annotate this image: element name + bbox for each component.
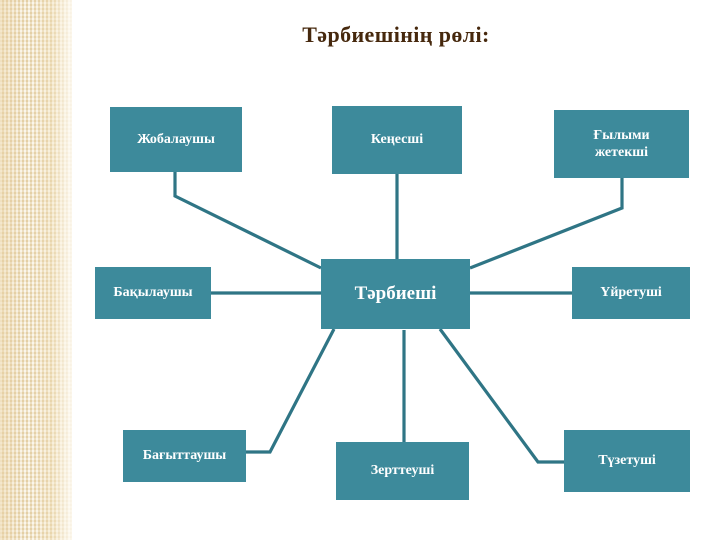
node-label: Жобалаушы: [137, 131, 215, 147]
node-label: Үйретуші: [600, 285, 662, 301]
node-label: Бағыттаушы: [142, 448, 227, 464]
node-uiretushi[interactable]: Үйретуші: [572, 267, 690, 319]
node-label: Тәрбиеші: [354, 283, 437, 305]
node-center-tarbieshi[interactable]: Тәрбиеші: [321, 259, 470, 329]
node-label: Ғылыми жетекші: [593, 127, 650, 161]
node-label: Зерттеуші: [370, 463, 435, 479]
decorative-left-band-gradient: [0, 0, 72, 540]
node-label: Бақылаушы: [113, 285, 193, 301]
connector-tuzetushi: [438, 328, 564, 464]
node-zerttueshi[interactable]: Зерттеуші: [336, 442, 469, 500]
decorative-left-band: [0, 0, 72, 540]
node-kenesshi[interactable]: Кеңесші: [332, 106, 462, 174]
node-baqylaushy[interactable]: Бақылаушы: [95, 267, 211, 319]
connector-jobalaushy: [173, 172, 322, 270]
node-jobalaushy[interactable]: Жобалаушы: [110, 107, 242, 172]
node-tuzetushi[interactable]: Түзетуші: [564, 430, 690, 492]
connector-gylymi: [469, 178, 624, 270]
connector-bagyttaushy: [246, 328, 336, 454]
node-label: Түзетуші: [598, 453, 656, 469]
node-gylymi-jetekshi[interactable]: Ғылыми жетекші: [554, 110, 689, 178]
node-bagyttaushy[interactable]: Бағыттаушы: [123, 430, 246, 482]
page-title: Тәрбиешінің рөлі:: [302, 22, 490, 47]
node-label: Кеңесші: [370, 132, 424, 148]
